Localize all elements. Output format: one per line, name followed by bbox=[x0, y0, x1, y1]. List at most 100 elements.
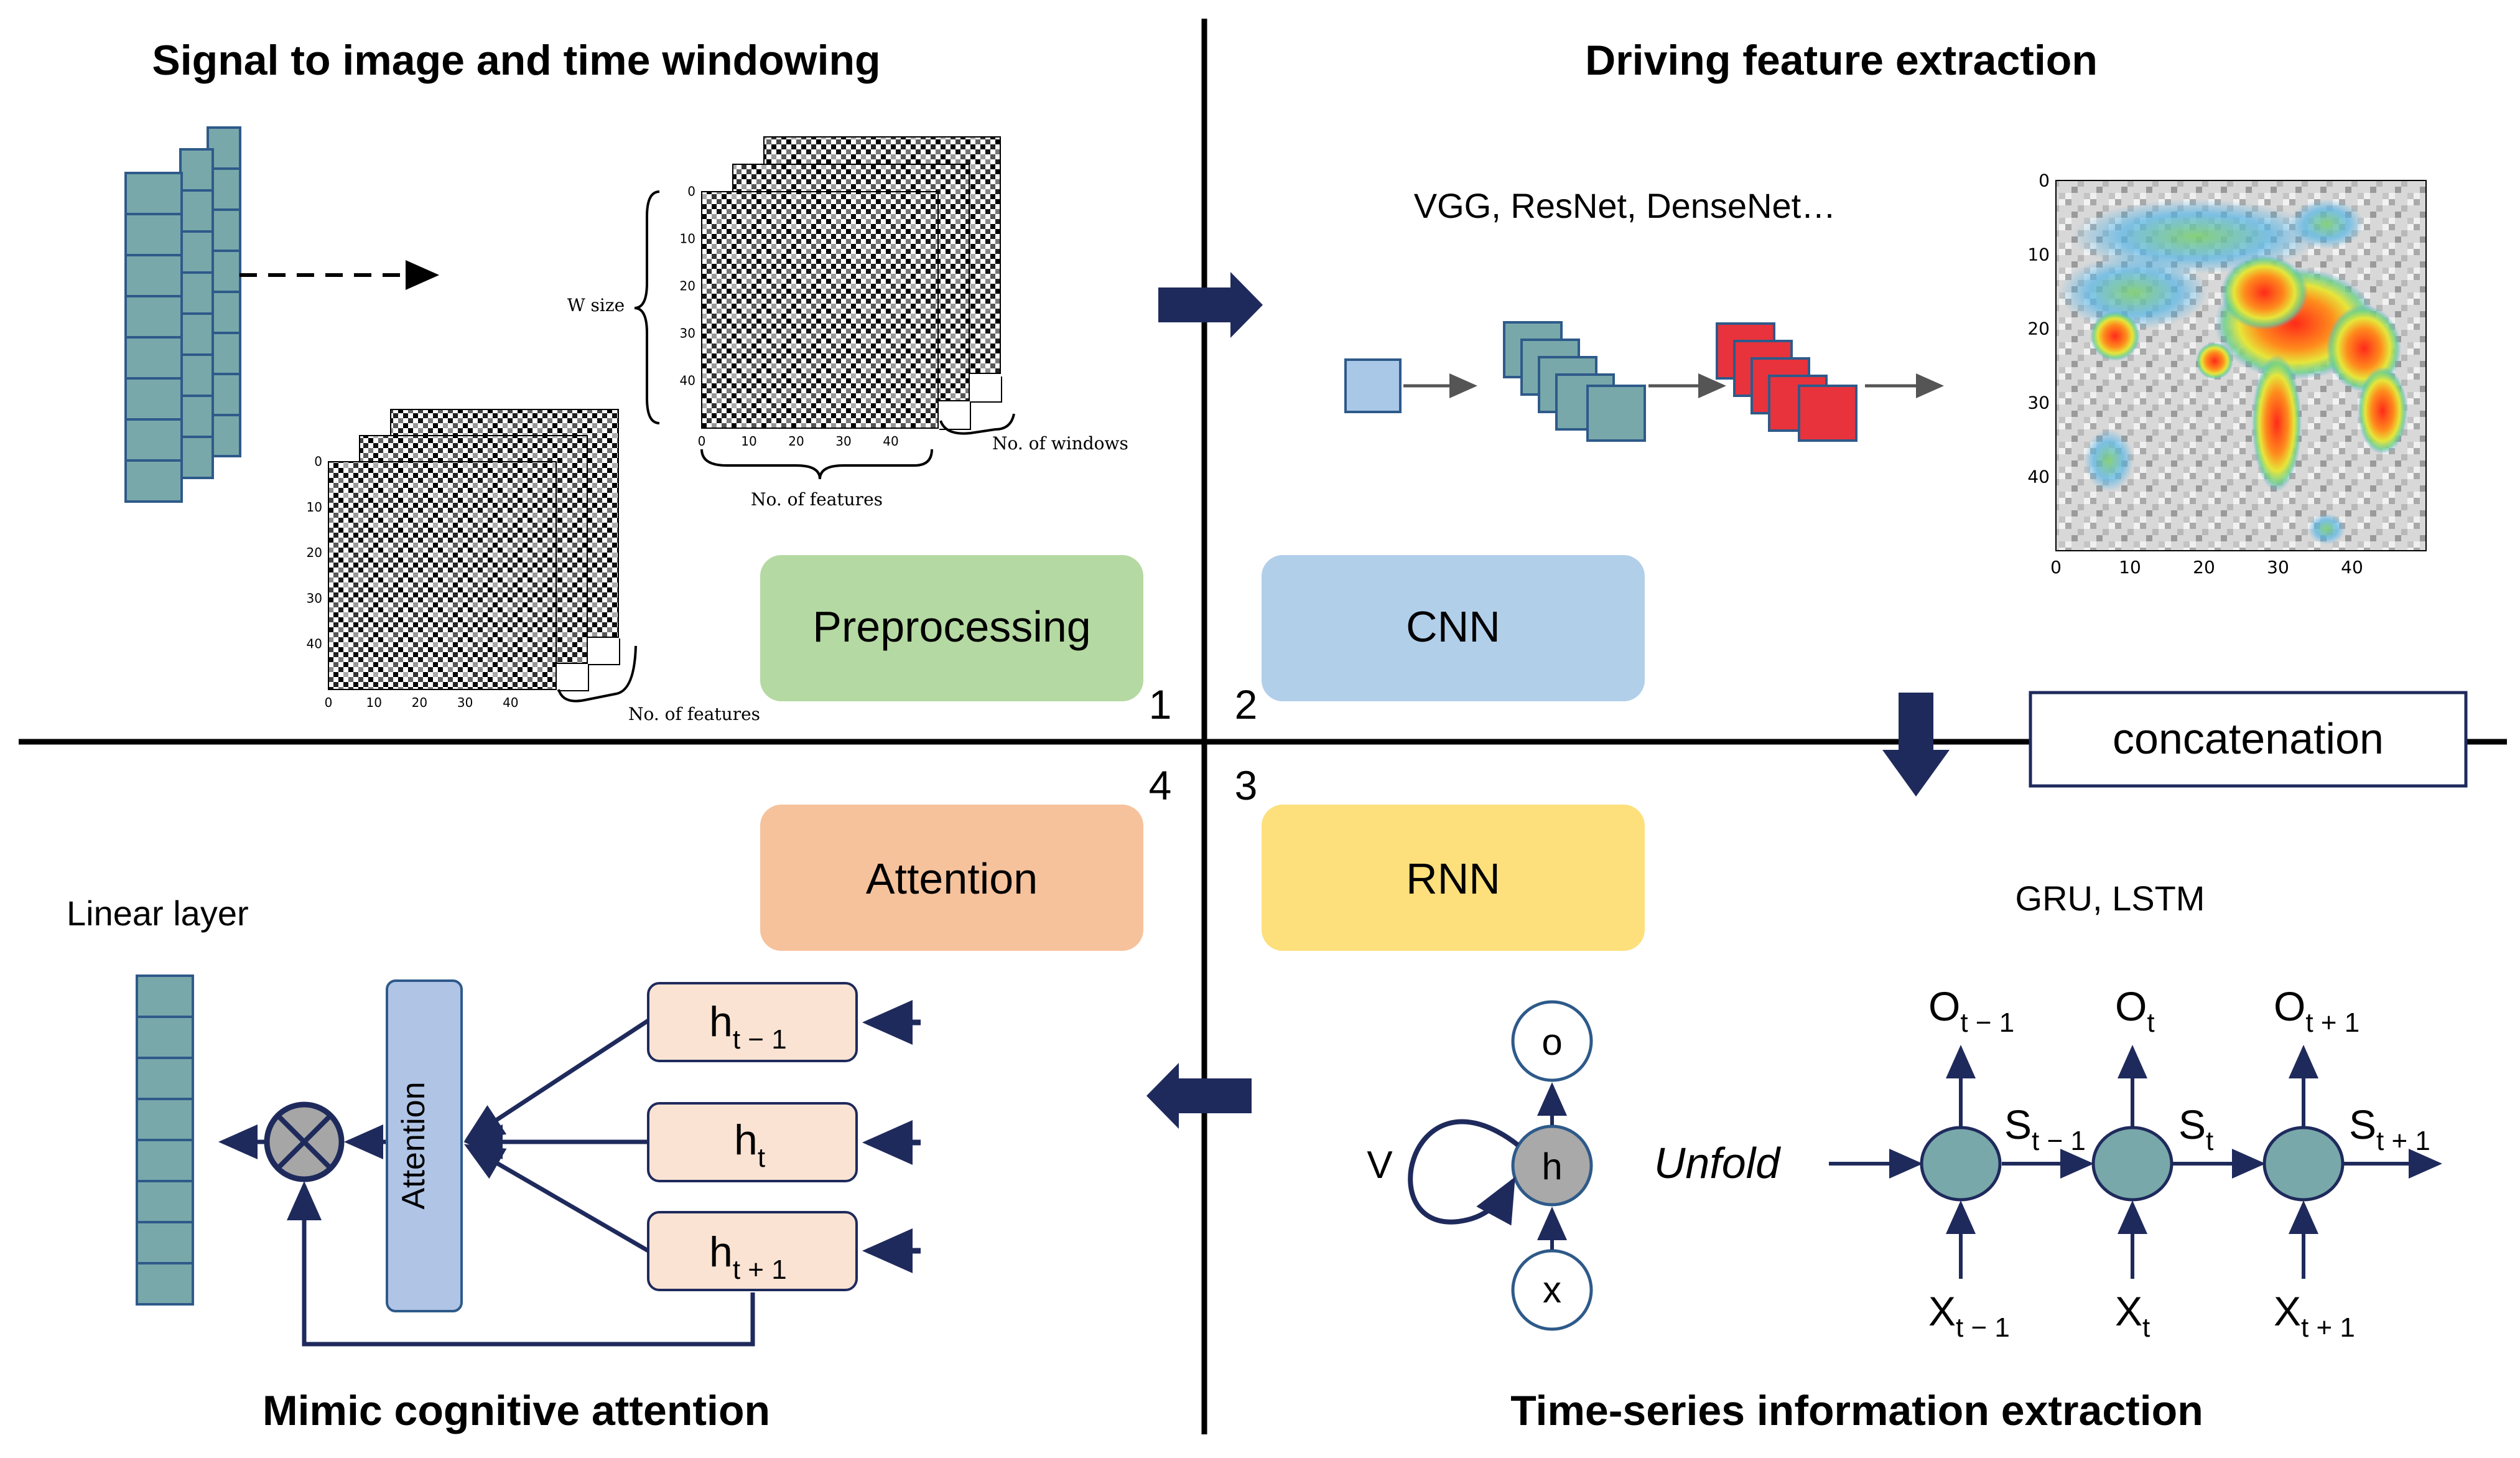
bottom-image-x-tick: 30 bbox=[457, 695, 473, 710]
rnn-hidden-node-label: h bbox=[1541, 1146, 1562, 1187]
heatmap-y-tick: 10 bbox=[2027, 244, 2050, 264]
hidden-state-t: ht bbox=[647, 1102, 858, 1182]
multiply-operator bbox=[264, 1101, 345, 1182]
quadrant-2-title: Driving feature extraction bbox=[1585, 37, 2098, 84]
heatmap-y-tick: 30 bbox=[2027, 392, 2050, 413]
bottom-image-x-tick: 20 bbox=[412, 695, 427, 710]
quadrant-number-2: 2 bbox=[1235, 681, 1258, 727]
input-label-t-minus-1: Xt − 1 bbox=[1928, 1288, 2010, 1343]
input-label-t: Xt bbox=[2115, 1288, 2150, 1343]
heatmap-x-tick: 40 bbox=[2341, 557, 2363, 577]
quadrant-1-title: Signal to image and time windowing bbox=[152, 37, 880, 84]
bottom-image-y-tick: 30 bbox=[307, 591, 322, 605]
unfold-label: Unfold bbox=[1654, 1139, 1781, 1187]
top-image-x-tick: 0 bbox=[698, 434, 706, 449]
linear-layer bbox=[136, 974, 194, 1306]
concatenation-label: concatenation bbox=[2113, 714, 2384, 763]
hidden-state-t-plus-1: ht + 1 bbox=[647, 1211, 858, 1291]
heatmap-y-tick: 20 bbox=[2027, 318, 2050, 339]
conv-feature-maps bbox=[1503, 321, 1646, 442]
rnn-cell-t bbox=[2091, 1126, 2174, 1202]
no-of-features-label-bottom: No. of features bbox=[628, 704, 760, 724]
quadrant-number-3: 3 bbox=[1235, 762, 1258, 808]
rnn-cell-t-minus-1 bbox=[1920, 1126, 2002, 1202]
top-image-y-tick: 10 bbox=[680, 231, 695, 246]
cnn-models-label: VGG, ResNet, DenseNet… bbox=[1414, 186, 1836, 225]
rnn-models-label: GRU, LSTM bbox=[2016, 879, 2205, 918]
bottom-image-x-tick: 40 bbox=[503, 695, 518, 710]
svg-text:ht + 1: ht + 1 bbox=[709, 1228, 787, 1285]
attention-block: Attention bbox=[386, 979, 463, 1312]
folded-rnn: o h x V bbox=[1367, 1000, 1593, 1331]
attention-block-label: Attention bbox=[396, 1082, 432, 1209]
heatmap-x-tick: 30 bbox=[2267, 557, 2289, 577]
no-of-windows-label: No. of windows bbox=[992, 433, 1128, 454]
skip-connection bbox=[287, 1181, 755, 1347]
rnn-recurrent-loop bbox=[1408, 1119, 1520, 1226]
saliency-heatmap bbox=[2055, 180, 2427, 551]
quadrant-number-1: 1 bbox=[1149, 681, 1172, 727]
bottom-image-x-tick: 10 bbox=[366, 695, 381, 710]
heatmap-x-tick: 20 bbox=[2193, 557, 2215, 577]
top-image-x-tick: 40 bbox=[883, 434, 898, 449]
rnn-hidden-node bbox=[1511, 1124, 1593, 1207]
attention-label: Attention bbox=[866, 854, 1038, 903]
top-image-y-tick: 0 bbox=[687, 184, 695, 199]
state-label-t-minus-1: St − 1 bbox=[2004, 1101, 2086, 1156]
svg-text:ht − 1: ht − 1 bbox=[709, 998, 787, 1055]
quadrant-4-title: Mimic cognitive attention bbox=[263, 1387, 770, 1434]
rnn-output-node bbox=[1511, 1000, 1593, 1082]
state-label-t: St bbox=[2178, 1101, 2213, 1156]
unfolded-rnn bbox=[1829, 1045, 2442, 1279]
svg-text:ht: ht bbox=[734, 1116, 765, 1173]
w-size-label: W size bbox=[567, 295, 625, 315]
preprocessing-label: Preprocessing bbox=[812, 602, 1090, 651]
top-image-y-tick: 20 bbox=[680, 279, 695, 294]
flow-arrow-left bbox=[1146, 1063, 1252, 1129]
top-image-y-tick: 30 bbox=[680, 326, 695, 341]
output-label-t-plus-1: Ot + 1 bbox=[2274, 983, 2360, 1038]
top-image-y-tick: 40 bbox=[680, 373, 695, 388]
cnn-label: CNN bbox=[1406, 602, 1500, 651]
heatmap-y-tick: 40 bbox=[2027, 466, 2050, 487]
rnn-input-node-label: x bbox=[1543, 1269, 1561, 1311]
w-size-brace bbox=[634, 190, 660, 424]
hidden-state-t-minus-1: ht − 1 bbox=[647, 982, 858, 1062]
bottom-image-y-tick: 20 bbox=[307, 545, 322, 560]
bottom-image-y-tick: 40 bbox=[307, 636, 322, 651]
rnn-box: RNN bbox=[1262, 805, 1645, 951]
features-brace-bottom bbox=[557, 645, 637, 703]
top-image-x-tick: 10 bbox=[741, 434, 756, 449]
no-of-features-label-top: No. of features bbox=[751, 489, 883, 510]
rnn-input-node bbox=[1511, 1249, 1593, 1331]
linear-layer-label: Linear layer bbox=[67, 894, 249, 933]
rnn-output-node-label: o bbox=[1541, 1021, 1562, 1063]
rnn-label: RNN bbox=[1406, 854, 1500, 903]
activation-maps bbox=[1716, 322, 1857, 442]
feature-image-stack bbox=[328, 409, 620, 691]
features-brace-top bbox=[700, 449, 933, 480]
heatmap-y-tick: 0 bbox=[2039, 170, 2050, 190]
top-image-x-tick: 30 bbox=[835, 434, 851, 449]
heatmap-x-tick: 10 bbox=[2119, 557, 2141, 577]
flow-arrow-down bbox=[1882, 693, 1950, 797]
windowed-image-stack bbox=[701, 136, 1002, 430]
attention-box: Attention bbox=[760, 805, 1143, 951]
windows-brace bbox=[939, 413, 1015, 435]
output-label-t: Ot bbox=[2115, 983, 2155, 1038]
preprocessing-box: Preprocessing bbox=[760, 555, 1143, 701]
quadrant-3-title: Time-series information extraction bbox=[1510, 1387, 2203, 1434]
output-label-t-minus-1: Ot − 1 bbox=[1928, 983, 2014, 1038]
state-label-t-plus-1: St + 1 bbox=[2349, 1101, 2430, 1156]
heatmap-x-tick: 0 bbox=[2050, 557, 2062, 577]
bottom-image-y-tick: 10 bbox=[307, 500, 322, 515]
bottom-image-y-tick: 0 bbox=[314, 454, 322, 469]
flow-arrow-right bbox=[1158, 272, 1263, 338]
input-feature-square bbox=[1344, 358, 1402, 413]
concatenation-box: concatenation bbox=[2029, 691, 2468, 788]
bottom-image-x-tick: 0 bbox=[325, 695, 333, 710]
rnn-cell-t-plus-1 bbox=[2262, 1126, 2345, 1202]
rnn-v-label: V bbox=[1367, 1144, 1393, 1187]
top-image-x-tick: 20 bbox=[788, 434, 804, 449]
